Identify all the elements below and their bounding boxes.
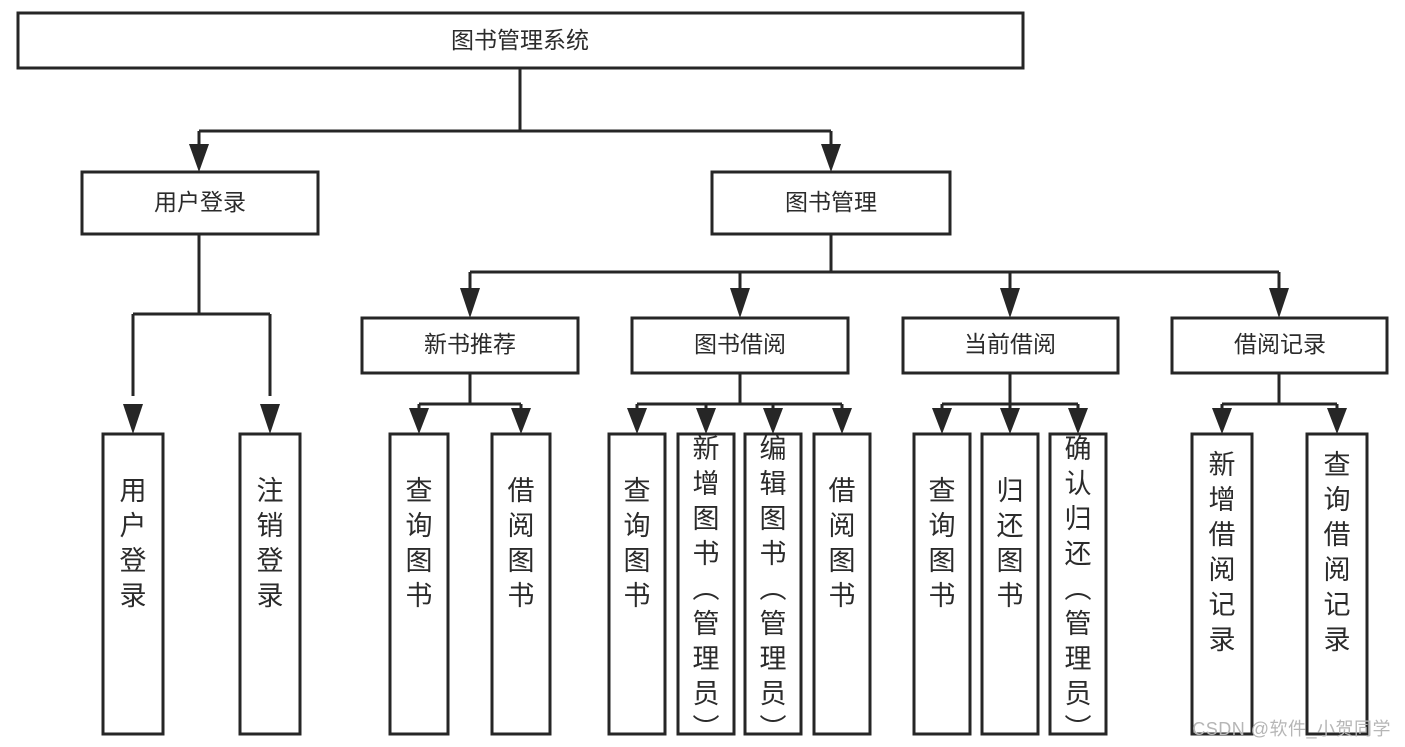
node-new-book-label: 新书推荐 bbox=[424, 331, 516, 357]
connector-layer bbox=[123, 68, 1347, 434]
leaf-book-borrow-3[interactable]: 编辑图书︵管理员︶ bbox=[743, 432, 803, 744]
leaf-current-borrow-1[interactable]: 查询图书 bbox=[912, 432, 972, 736]
arrow-head-leaf-user-login bbox=[123, 404, 143, 434]
node-user-login-label: 用户登录 bbox=[154, 189, 246, 215]
leaf-book-borrow-3-label: 编辑图书︵管理员︶ bbox=[760, 434, 787, 744]
arrow-head-bb-leaf-4 bbox=[832, 408, 852, 434]
leaf-new-book-1-box[interactable] bbox=[388, 432, 450, 736]
node-book-manage-label: 图书管理 bbox=[785, 189, 877, 215]
leaf-user-login-2-label: 注销登录 bbox=[257, 476, 284, 611]
node-user-login-box[interactable] bbox=[80, 170, 320, 236]
arrow-head-leaf-logout bbox=[260, 404, 280, 434]
leaf-book-borrow-1-label: 查询图书 bbox=[624, 476, 651, 611]
leaf-book-borrow-2-label: 新增图书︵管理员︶ bbox=[693, 434, 720, 744]
leaf-user-login-1-label: 用户登录 bbox=[120, 476, 147, 611]
leaf-book-borrow-4[interactable]: 借阅图书 bbox=[812, 432, 872, 736]
arrow-head-book-borrow bbox=[730, 288, 750, 318]
node-book-manage-box[interactable] bbox=[710, 170, 952, 236]
leaf-current-borrow-2-box[interactable] bbox=[980, 432, 1040, 736]
leaf-current-borrow-1-label: 查询图书 bbox=[929, 476, 956, 611]
arrow-head-nb-leaf-2 bbox=[511, 408, 531, 434]
node-user-login[interactable]: 用户登录 bbox=[80, 170, 320, 236]
leaf-user-login-1[interactable]: 用户登录 bbox=[101, 432, 165, 736]
arrow-head-cb-leaf-2 bbox=[1000, 408, 1020, 434]
leaf-borrow-record-1-label: 新增借阅记录 bbox=[1209, 450, 1236, 655]
node-current-borrow[interactable]: 当前借阅 bbox=[901, 316, 1120, 375]
leaf-new-book-2-box[interactable] bbox=[490, 432, 552, 736]
node-book-borrow[interactable]: 图书借阅 bbox=[630, 316, 850, 375]
leaf-book-borrow-1[interactable]: 查询图书 bbox=[607, 432, 667, 736]
leaf-book-borrow-1-box[interactable] bbox=[607, 432, 667, 736]
leaf-current-borrow-2-label: 归还图书 bbox=[997, 476, 1024, 611]
leaf-borrow-record-2-label: 查询借阅记录 bbox=[1324, 450, 1351, 655]
leaf-user-login-2-box[interactable] bbox=[238, 432, 302, 736]
arrow-head-new-book bbox=[460, 288, 480, 318]
node-book-borrow-label: 图书借阅 bbox=[694, 331, 786, 357]
node-borrow-record[interactable]: 借阅记录 bbox=[1170, 316, 1389, 375]
leaf-current-borrow-2[interactable]: 归还图书 bbox=[980, 432, 1040, 736]
node-current-borrow-box[interactable] bbox=[901, 316, 1120, 375]
leaf-new-book-2[interactable]: 借阅图书 bbox=[490, 432, 552, 736]
arrow-head-current-borrow bbox=[1000, 288, 1020, 318]
arrow-head-br-leaf-2 bbox=[1327, 408, 1347, 434]
leaf-book-borrow-2-box[interactable] bbox=[676, 432, 736, 736]
leaf-book-borrow-4-label: 借阅图书 bbox=[829, 476, 856, 611]
arrow-head-user-login bbox=[189, 144, 209, 172]
node-borrow-record-box[interactable] bbox=[1170, 316, 1389, 375]
node-new-book-box[interactable] bbox=[360, 316, 580, 375]
leaf-new-book-2-label: 借阅图书 bbox=[508, 476, 535, 611]
leaf-user-login-1-box[interactable] bbox=[101, 432, 165, 736]
arrow-head-br-leaf-1 bbox=[1212, 408, 1232, 434]
leaf-current-borrow-3-box[interactable] bbox=[1048, 432, 1108, 736]
leaf-user-login-2[interactable]: 注销登录 bbox=[238, 432, 302, 736]
leaf-borrow-record-2-box[interactable] bbox=[1305, 432, 1369, 736]
leaf-borrow-record-1-box[interactable] bbox=[1190, 432, 1254, 736]
node-current-borrow-label: 当前借阅 bbox=[964, 331, 1056, 357]
leaf-current-borrow-1-box[interactable] bbox=[912, 432, 972, 736]
node-root-box[interactable] bbox=[16, 11, 1025, 70]
node-borrow-record-label: 借阅记录 bbox=[1234, 331, 1326, 357]
leaf-new-book-1-label: 查询图书 bbox=[406, 476, 433, 611]
arrow-head-bb-leaf-3 bbox=[763, 408, 783, 434]
node-root-label: 图书管理系统 bbox=[451, 27, 589, 53]
leaf-borrow-record-2[interactable]: 查询借阅记录 bbox=[1305, 432, 1369, 736]
node-book-borrow-box[interactable] bbox=[630, 316, 850, 375]
node-book-manage[interactable]: 图书管理 bbox=[710, 170, 952, 236]
leaf-book-borrow-4-box[interactable] bbox=[812, 432, 872, 736]
arrow-head-book-manage bbox=[821, 144, 841, 172]
arrow-head-cb-leaf-3 bbox=[1068, 408, 1088, 434]
leaf-book-borrow-3-box[interactable] bbox=[743, 432, 803, 736]
node-new-book[interactable]: 新书推荐 bbox=[360, 316, 580, 375]
arrow-head-cb-leaf-1 bbox=[932, 408, 952, 434]
leaf-new-book-1[interactable]: 查询图书 bbox=[388, 432, 450, 736]
arrow-head-nb-leaf-1 bbox=[409, 408, 429, 434]
node-root[interactable]: 图书管理系统 bbox=[16, 11, 1025, 70]
leaf-book-borrow-2[interactable]: 新增图书︵管理员︶ bbox=[676, 432, 736, 744]
leaf-current-borrow-3-label: 确认归还︵管理员︶ bbox=[1065, 434, 1092, 744]
arrow-head-bb-leaf-2 bbox=[696, 408, 716, 434]
arrow-head-bb-leaf-1 bbox=[627, 408, 647, 434]
leaf-current-borrow-3[interactable]: 确认归还︵管理员︶ bbox=[1048, 432, 1108, 744]
leaf-borrow-record-1[interactable]: 新增借阅记录 bbox=[1190, 432, 1254, 736]
arrow-head-borrow-record bbox=[1269, 288, 1289, 318]
